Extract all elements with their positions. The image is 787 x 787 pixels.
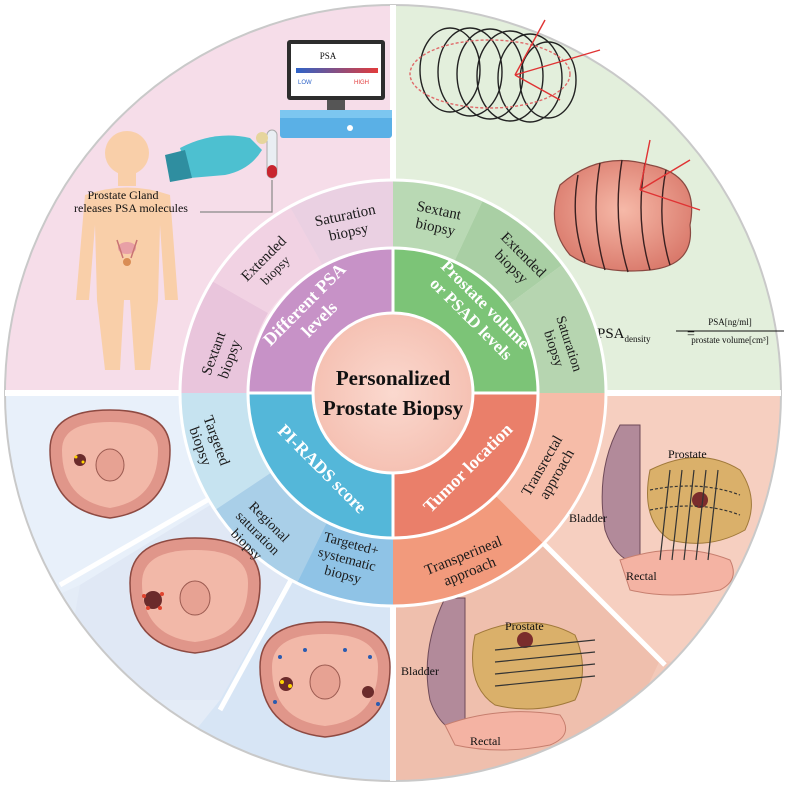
psa-callout-line: [200, 180, 273, 213]
prostate-section-1: [49, 409, 171, 519]
transrectal-rectal-label: Rectal: [626, 569, 657, 583]
volume-vector-arrows-2: [639, 139, 701, 211]
volume-vector-arrows-1: [514, 19, 601, 101]
strategy-ring: [178, 178, 608, 608]
tumor-transrectal-segment[interactable]: [496, 393, 607, 544]
transrectal-bladder-label: Bladder: [569, 511, 607, 525]
psa-extended-segment[interactable]: [212, 207, 323, 313]
formula-lhs: PSAdensity: [597, 326, 651, 344]
tumor-category-segment[interactable]: [393, 393, 538, 538]
gland-label-line1: Prostate Gland: [88, 188, 159, 202]
pirads-regional-segment[interactable]: [215, 472, 327, 583]
transrectal-anatomy: [601, 424, 752, 596]
psa-monitor-icon: [280, 40, 392, 138]
coil-ellipsoid-drawing: [409, 27, 577, 123]
category-ring: [246, 246, 540, 540]
tumor-transperineal-segment[interactable]: [393, 496, 544, 607]
psa-category-segment[interactable]: [248, 248, 393, 393]
center-title-line2: Prostate Biopsy: [323, 396, 464, 420]
center-circle: [311, 311, 475, 475]
pirads-category-segment[interactable]: [248, 393, 393, 538]
psa-saturation-segment[interactable]: [290, 180, 393, 266]
center-title-line1: Personalized: [336, 366, 451, 390]
gloved-hand-with-tube: [165, 129, 278, 182]
formula-numerator: PSA[ng/ml]: [708, 317, 752, 327]
psa-low-label: LOW: [298, 80, 312, 86]
transrectal-prostate-label: Prostate: [668, 447, 707, 461]
formula-denominator: prostate volume[cm³]: [691, 335, 768, 345]
transperineal-rectal-label: Rectal: [470, 734, 501, 748]
volume-category-segment[interactable]: [393, 248, 538, 393]
prostate-3d-model: [553, 159, 693, 273]
formula-equals: =: [687, 327, 695, 342]
vol-extended-segment[interactable]: [454, 200, 562, 305]
transperineal-prostate-label: Prostate: [505, 619, 544, 633]
pirads-targeted-segment[interactable]: [180, 393, 272, 510]
psa-high-label: HIGH: [354, 80, 369, 86]
vol-sextant-segment[interactable]: [393, 180, 483, 262]
transperineal-bladder-label: Bladder: [401, 664, 439, 678]
pirads-ts-segment[interactable]: [297, 522, 393, 606]
psa-sextant-segment[interactable]: [180, 281, 268, 393]
prostate-section-2: [129, 537, 261, 654]
psa-monitor-title: PSA: [320, 51, 337, 61]
transperineal-anatomy: [426, 597, 596, 751]
human-body-figure: [76, 131, 178, 370]
prostate-section-3: [259, 621, 391, 738]
gland-label-line2: releases PSA molecules: [74, 201, 188, 215]
